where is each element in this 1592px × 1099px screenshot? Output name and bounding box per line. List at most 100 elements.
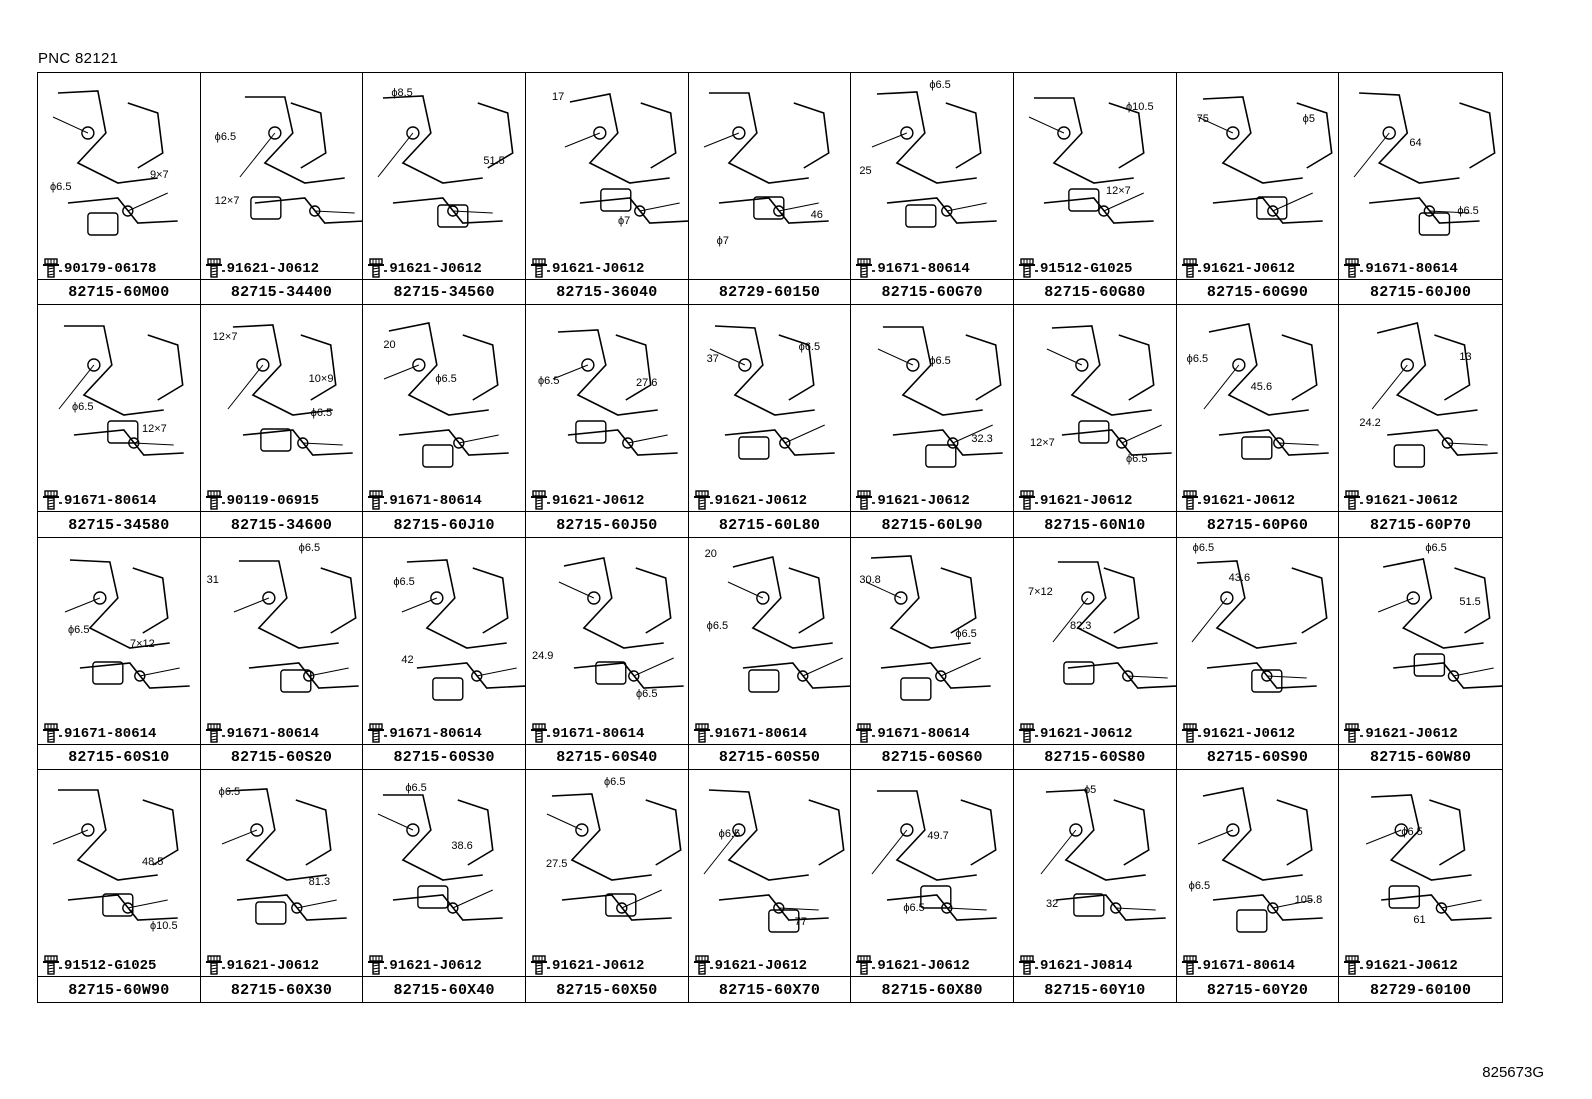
bolt-part-number: 91621-J0612	[714, 493, 808, 510]
bolt-icon	[693, 955, 713, 975]
bracket-drawing	[384, 322, 510, 468]
bracket-drawing	[402, 558, 525, 701]
dimension-label: ϕ6.5	[706, 619, 729, 632]
part-cell: ϕ6.5 9×7 90179-06178 82715-60M00	[38, 73, 201, 306]
part-figure: ϕ6.5 12×7 91621-J0612	[200, 73, 363, 280]
dimension-label: ϕ6.5	[50, 181, 72, 193]
bolt-icon	[1344, 722, 1364, 743]
dimension-label: 20	[383, 339, 396, 352]
part-number: 82715-60J10	[393, 516, 495, 534]
bolt-icon	[368, 490, 388, 510]
bolt-part-number: 91621-J0612	[389, 261, 482, 277]
bolt-part-number: 90119-06915	[226, 493, 320, 510]
bracket-drawing	[52, 788, 179, 921]
dimension-label: 64	[1409, 137, 1422, 149]
dimension-label: ϕ6.5	[929, 79, 951, 91]
dimension-label: 12×7	[214, 195, 240, 207]
dimension-label: ϕ6.5	[1425, 541, 1447, 554]
dimension-label: ϕ10.5	[150, 919, 178, 932]
dimension-label: 81.3	[308, 875, 331, 888]
bracket-drawing	[546, 792, 682, 921]
bracket-drawing	[1028, 97, 1154, 224]
part-number: 82715-60S80	[1044, 748, 1146, 766]
bracket-drawing	[1366, 793, 1492, 921]
part-number: 82715-60S90	[1206, 748, 1309, 766]
bolt-callout: 90179-06178	[42, 258, 200, 280]
bolt-icon	[693, 722, 713, 743]
bracket-drawing	[233, 559, 359, 693]
dimension-label: 48.5	[142, 855, 164, 868]
dimension-label: 12×7	[142, 423, 167, 436]
bolt-part-number: 91621-J0612	[552, 493, 645, 510]
bolt-icon	[693, 490, 713, 510]
part-number: 82715-60W90	[68, 982, 170, 999]
part-number: 82715-34560	[393, 284, 495, 302]
bolt-callout: 91621-J0612	[693, 955, 851, 977]
bolt-callout: 91671-80614	[855, 258, 1013, 280]
dimension-label: 17	[552, 91, 565, 103]
bolt-icon	[1344, 258, 1364, 278]
bolt-part-number: 91671-80614	[714, 725, 808, 742]
part-number: 82715-60S10	[68, 748, 170, 766]
dimension-label: ϕ6.5	[310, 407, 333, 420]
bolt-callout: 91512-G1025	[1018, 258, 1176, 280]
bolt-icon	[43, 258, 62, 278]
bolt-part-number: 91621-J0612	[552, 957, 645, 974]
bolt-part-number: 91671-80614	[389, 493, 482, 510]
dimension-label: ϕ6.5	[214, 131, 237, 143]
part-number: 82729-60100	[1370, 982, 1472, 999]
bolt-icon	[1344, 490, 1364, 510]
part-number: 82715-60J50	[556, 516, 658, 534]
bolt-icon	[531, 722, 550, 743]
bolt-part-number: 91512-G1025	[1040, 261, 1133, 277]
part-number: 82715-60M00	[68, 284, 170, 302]
bolt-part-number: 91621-J0612	[1202, 261, 1296, 277]
bolt-callout: 91621-J0612	[205, 258, 363, 280]
bolt-callout: 91671-80614	[42, 490, 200, 512]
part-number: 82715-60S30	[393, 748, 495, 766]
bracket-drawing	[377, 95, 514, 228]
part-number: 82715-60Y20	[1206, 982, 1309, 999]
dimension-label: ϕ6.5	[718, 827, 741, 840]
part-number: 82715-36040	[556, 284, 658, 302]
bolt-icon	[531, 955, 550, 975]
dimension-label: 46	[810, 209, 823, 221]
bolt-callout: 91621-J0612	[1181, 722, 1339, 745]
part-number: 82715-60S20	[230, 748, 333, 766]
bolt-callout: 91621-J0612	[1343, 722, 1502, 745]
bolt-callout: 91671-80614	[855, 722, 1013, 745]
dimension-label: 51.5	[483, 155, 505, 167]
bracket-drawing	[1197, 96, 1333, 224]
dimension-label: 45.6	[1250, 381, 1273, 394]
bolt-icon	[205, 258, 225, 278]
bolt-callout: 91621-J0612	[530, 490, 688, 512]
bolt-icon	[1181, 722, 1201, 743]
dimension-label: 9×7	[150, 169, 169, 181]
bolt-part-number: 91671-80614	[552, 725, 645, 742]
bolt-callout: 91621-J0612	[855, 490, 1013, 512]
dimension-label: 61	[1413, 913, 1426, 926]
part-number: 82715-60X50	[556, 982, 658, 999]
